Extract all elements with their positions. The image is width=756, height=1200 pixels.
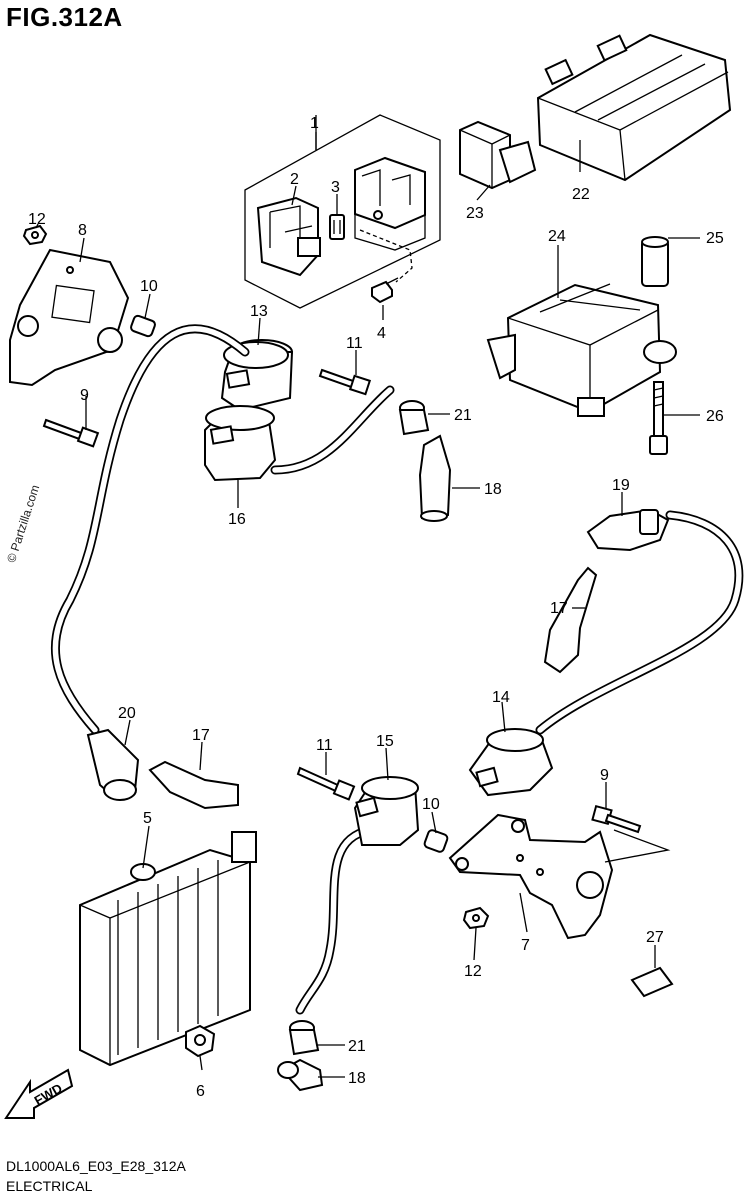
callout-9-bottom[interactable]: 9 [600, 767, 609, 784]
ecm-unit[interactable] [536, 33, 732, 182]
callout-4[interactable]: 4 [377, 325, 386, 342]
bolt-11-bottom[interactable] [296, 766, 356, 801]
plug-cap-20[interactable] [86, 728, 140, 801]
ignition-coil-14[interactable] [468, 728, 554, 797]
figure-title: FIG.312A [6, 2, 123, 32]
callout-16[interactable]: 16 [228, 511, 246, 528]
callout-19[interactable]: 19 [612, 477, 630, 494]
callout-5[interactable]: 5 [143, 810, 152, 827]
callout-23[interactable]: 23 [466, 205, 484, 222]
callout-10-bottom[interactable]: 10 [422, 796, 440, 813]
callout-3[interactable]: 3 [331, 179, 340, 196]
callout-21-top[interactable]: 21 [454, 407, 472, 424]
bracket-7[interactable] [448, 813, 614, 940]
ignition-coil-13[interactable] [220, 339, 294, 412]
callout-27[interactable]: 27 [646, 929, 664, 946]
pad-27[interactable] [630, 966, 674, 998]
bolt-part-4[interactable] [371, 277, 399, 318]
ignition-coil-15[interactable] [353, 776, 420, 846]
relay-part-2[interactable] [256, 196, 321, 277]
regulator-rectifier-5[interactable] [79, 831, 257, 1067]
plug-cap-17-left[interactable] [148, 760, 239, 810]
spacer-25[interactable] [641, 236, 669, 287]
mount-ring [643, 340, 677, 364]
callout-17-left[interactable]: 17 [192, 727, 210, 744]
callout-26[interactable]: 26 [706, 408, 724, 425]
ignition-coil-16[interactable] [204, 405, 277, 482]
plug-cap-21-top[interactable] [398, 400, 430, 436]
callout-13[interactable]: 13 [250, 303, 268, 320]
callout-11-top[interactable]: 11 [346, 335, 363, 352]
footer-code: DL1000AL6_E03_E28_312A [6, 1158, 186, 1174]
callout-10-top[interactable]: 10 [140, 278, 158, 295]
plug-cap-19[interactable] [586, 508, 670, 552]
nut-12-top[interactable] [22, 224, 48, 246]
callout-18-top[interactable]: 18 [484, 481, 502, 498]
lead-wire-top-right [270, 385, 395, 475]
footer-section: ELECTRICAL [6, 1178, 93, 1194]
callout-22[interactable]: 22 [572, 186, 590, 203]
callout-12-bottom[interactable]: 12 [464, 963, 482, 980]
plug-cap-17-right[interactable] [543, 566, 598, 674]
callout-9-top[interactable]: 9 [80, 387, 89, 404]
callout-11-bottom[interactable]: 11 [316, 737, 333, 754]
lead-wire-right [535, 510, 744, 735]
fuse-part-3[interactable] [329, 214, 345, 240]
callout-15[interactable]: 15 [376, 733, 394, 750]
bracket-8[interactable] [9, 248, 130, 387]
callout-2[interactable]: 2 [290, 171, 299, 188]
callout-25[interactable]: 25 [706, 230, 724, 247]
lead-wire-left [50, 324, 250, 735]
nut-12-bottom[interactable] [462, 906, 490, 930]
callout-12-top[interactable]: 12 [28, 211, 46, 228]
callout-8[interactable]: 8 [78, 222, 87, 239]
plug-cap-18-bottom[interactable] [277, 1058, 324, 1092]
plug-cap-18-top[interactable] [418, 434, 452, 522]
collar-10-top[interactable] [130, 314, 156, 338]
bolt-11-top[interactable] [318, 368, 372, 396]
callout-7[interactable]: 7 [521, 937, 530, 954]
lead-wire-bottom [295, 825, 375, 1015]
plug-cap-21-bottom[interactable] [288, 1020, 320, 1056]
callout-14[interactable]: 14 [492, 689, 510, 706]
callout-6[interactable]: 6 [196, 1083, 205, 1100]
callout-21-bottom[interactable]: 21 [348, 1038, 366, 1055]
callout-labels: 1 2 3 4 5 6 7 8 9 9 10 10 11 11 12 12 13… [28, 115, 724, 1100]
forward-direction-arrow: FWD [4, 1068, 74, 1119]
callout-17-right[interactable]: 17 [550, 600, 568, 617]
callout-20[interactable]: 20 [118, 705, 136, 722]
connector-23[interactable] [459, 120, 537, 190]
nut-6[interactable] [185, 1024, 216, 1058]
leader-lines [35, 132, 700, 1078]
collar-10-bottom[interactable] [423, 829, 449, 853]
starter-relay[interactable] [354, 156, 426, 251]
callout-18-bottom[interactable]: 18 [348, 1070, 366, 1087]
bolt-9-top[interactable] [42, 418, 100, 448]
callout-1[interactable]: 1 [310, 115, 319, 132]
callout-24[interactable]: 24 [548, 228, 566, 245]
bolt-26[interactable] [649, 381, 668, 455]
battery-holder-24[interactable] [486, 283, 662, 417]
bolt-9-bottom[interactable] [591, 804, 642, 834]
